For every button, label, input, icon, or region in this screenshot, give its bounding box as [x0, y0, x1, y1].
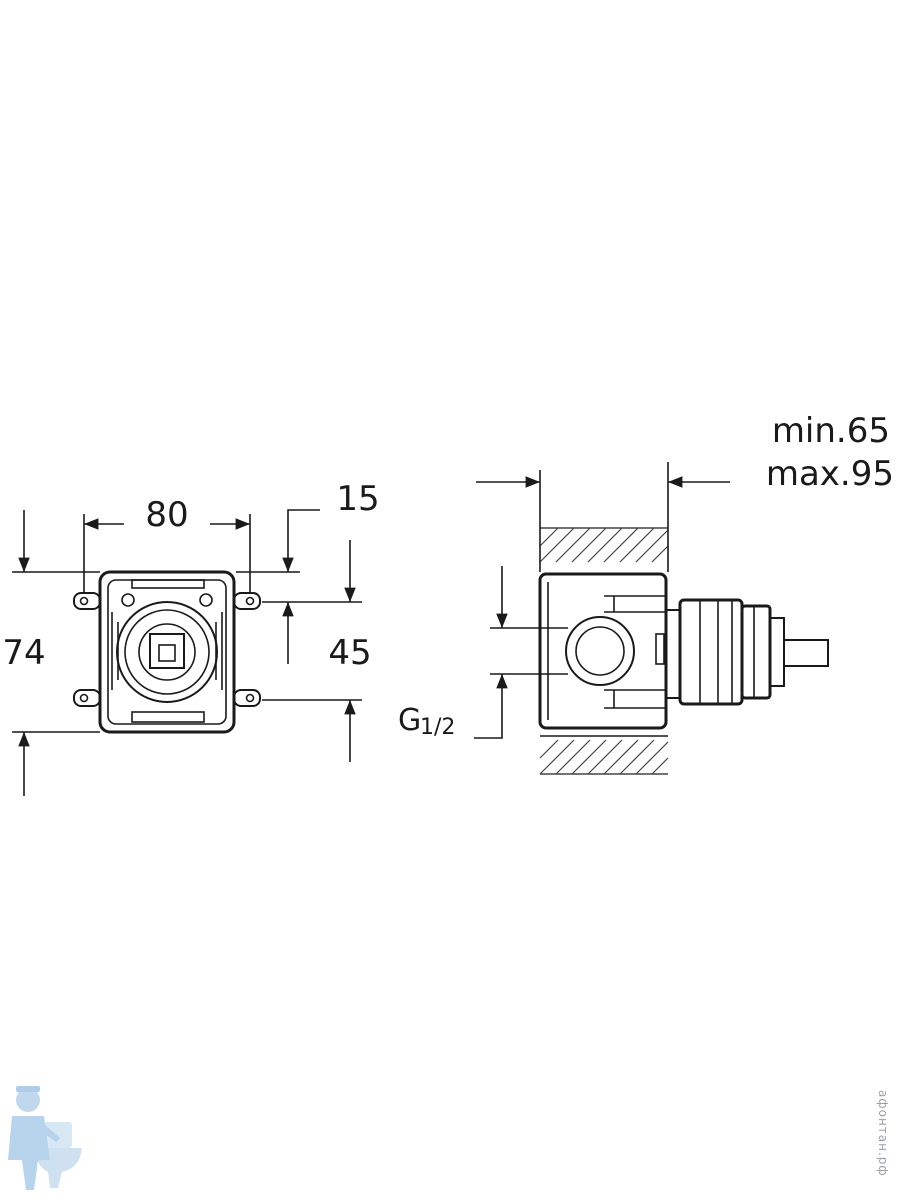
- valve-spindle-outer: [149, 633, 185, 669]
- inlet-port-inner: [575, 626, 625, 676]
- wall-hatch-bottom: [539, 739, 669, 775]
- side-housing: [538, 572, 668, 730]
- housing-outline: [98, 570, 236, 734]
- spindle-shaft: [783, 639, 829, 667]
- cartridge-neck: [665, 609, 681, 699]
- dim-height-label: 74: [2, 633, 45, 673]
- thread-size-fraction: 1/2: [420, 715, 455, 740]
- cartridge-end: [769, 617, 785, 687]
- mounting-lug-tl: [73, 592, 101, 610]
- valve-ring-inner: [138, 623, 196, 681]
- inlet-port-outer: [565, 616, 635, 686]
- dim-width-label: 80: [145, 495, 188, 535]
- dim-depth-max-label: max.95: [766, 454, 894, 494]
- front-view: 80 15 74 45: [2, 479, 380, 796]
- mounting-lug-tr: [233, 592, 261, 610]
- plumber-mascot-icon: [8, 1086, 82, 1190]
- mounting-lug-bl: [73, 689, 101, 707]
- bottom-slot: [131, 711, 205, 723]
- watermark-text: афонтан.рф: [876, 1090, 890, 1177]
- valve-ring-mid: [124, 609, 210, 695]
- screw-hole-tl: [121, 593, 135, 607]
- cartridge-cap: [740, 604, 772, 700]
- dim-flange-label: 15: [336, 479, 379, 519]
- valve-spindle-inner: [158, 644, 176, 662]
- thread-size-main: G: [398, 703, 421, 738]
- top-slot: [131, 579, 205, 589]
- side-view: min.65 max.95 G 1/2: [398, 411, 894, 775]
- wall-hatch-top: [539, 527, 669, 563]
- dim-holes-label: 45: [328, 633, 371, 673]
- valve-ring-outer: [116, 601, 218, 703]
- dim-depth-min-label: min.65: [772, 411, 890, 451]
- mounting-lug-br: [233, 689, 261, 707]
- screw-hole-tr: [199, 593, 213, 607]
